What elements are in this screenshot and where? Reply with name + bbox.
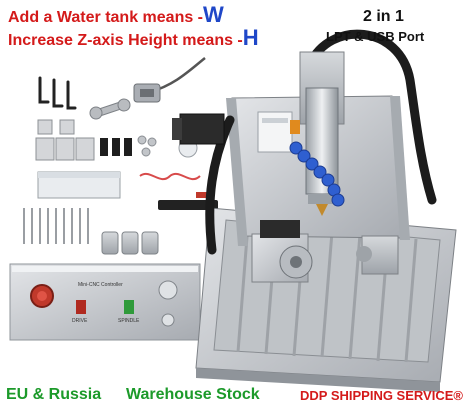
footer-stock: Warehouse Stock bbox=[126, 386, 260, 403]
z-stepper-motor bbox=[172, 113, 225, 145]
headline-line2-prefix: Increase Z-axis Height means - bbox=[8, 32, 243, 49]
hex-key-set bbox=[38, 76, 77, 110]
headline-line1-letter: W bbox=[203, 2, 224, 27]
controller-label: Mini-CNC Controller bbox=[78, 282, 123, 288]
clamp-plates bbox=[35, 119, 95, 161]
drive-switch bbox=[76, 300, 86, 314]
badge-subtitle: LPT & USB Port bbox=[326, 29, 425, 44]
headline-water-tank: Add a Water tank means -W bbox=[8, 2, 224, 28]
coolant-nozzle bbox=[290, 120, 300, 134]
drill-bit-box bbox=[37, 171, 121, 199]
badge-title: 2 in 1 bbox=[363, 8, 404, 25]
parallel-port-cable bbox=[133, 57, 206, 103]
rotary-4th-axis bbox=[251, 220, 399, 283]
collet-set bbox=[101, 231, 159, 255]
coolant-hose bbox=[289, 141, 345, 207]
spindle-switch bbox=[124, 300, 134, 314]
footer-shipping: DDP SHIPPING SERVICE® bbox=[300, 388, 463, 403]
drive-switch-label: DRIVE bbox=[72, 318, 88, 324]
probe-cable bbox=[139, 138, 210, 198]
t-nut-clamps bbox=[100, 138, 132, 156]
headline-line2-letter: H bbox=[242, 25, 259, 50]
headline-z-axis: Increase Z-axis Height means -H bbox=[8, 25, 259, 51]
hardware-nuts bbox=[137, 135, 157, 157]
cable-chain-spare bbox=[158, 200, 218, 210]
spindle-switch-label: SPINDLE bbox=[118, 318, 140, 324]
headline-line1-prefix: Add a Water tank means - bbox=[8, 9, 204, 26]
footer-regions: EU & Russia bbox=[6, 386, 102, 403]
engraving-bits bbox=[23, 208, 89, 244]
mini-cnc-controller bbox=[9, 263, 201, 341]
wrench-icon bbox=[89, 98, 131, 120]
